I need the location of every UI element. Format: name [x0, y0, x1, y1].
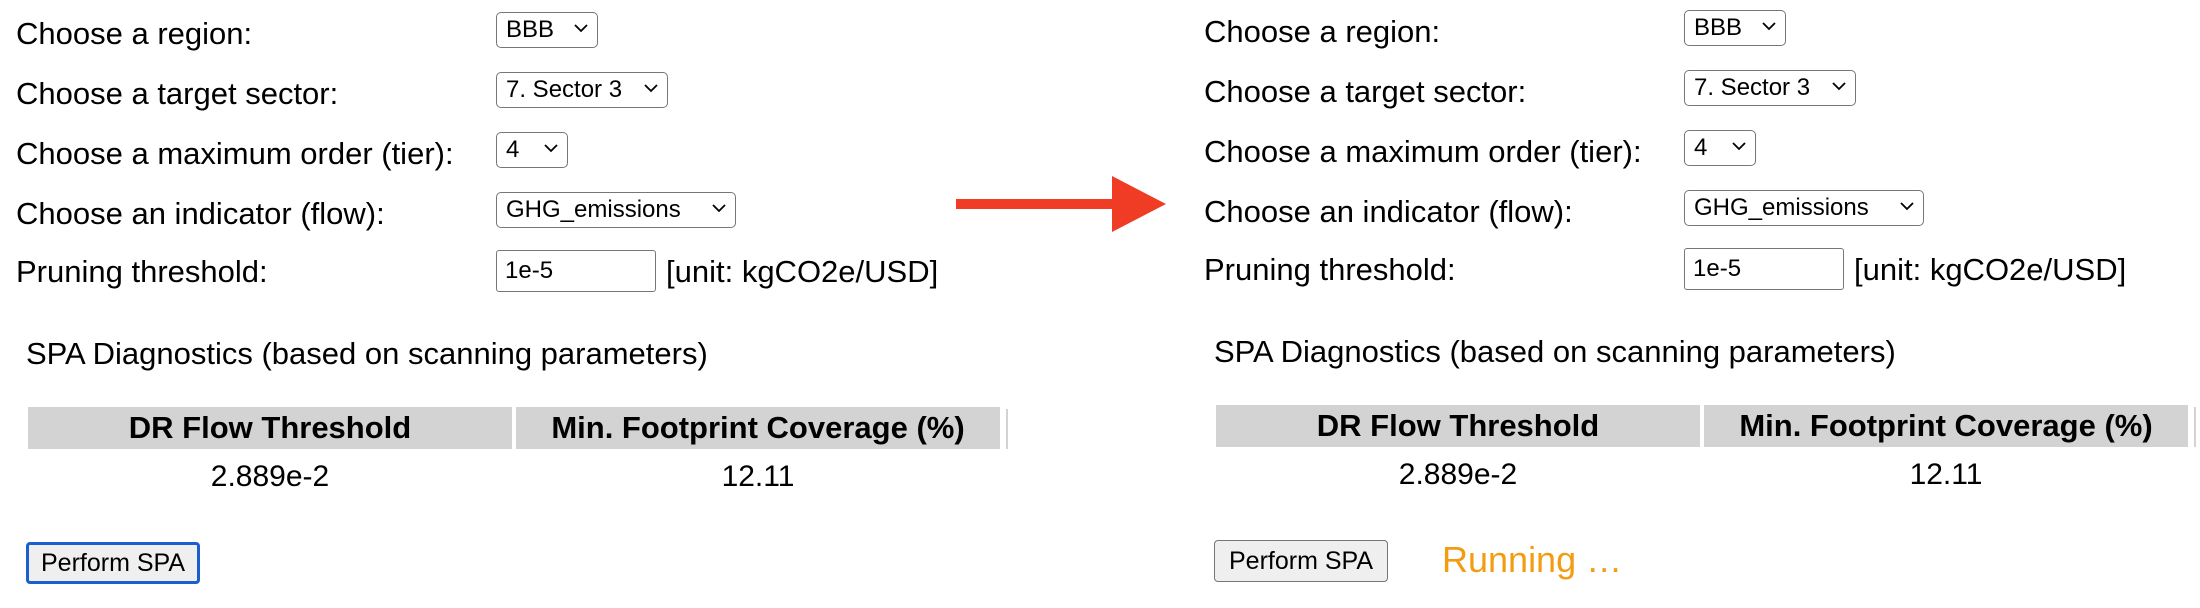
order-select[interactable]: 4	[496, 132, 568, 168]
sector-row: Choose a target sector: 7. Sector 3	[16, 70, 1016, 114]
diagnostics-title: SPA Diagnostics (based on scanning param…	[1214, 334, 1896, 369]
threshold-label: Pruning threshold:	[16, 254, 268, 289]
indicator-label: Choose an indicator (flow):	[16, 196, 385, 231]
region-row: Choose a region: BBB	[16, 10, 1016, 54]
chevron-down-icon	[644, 84, 658, 93]
diagnostics-title: SPA Diagnostics (based on scanning param…	[26, 336, 708, 371]
cell-min-footprint-coverage: 12.11	[721, 460, 795, 493]
order-label: Choose a maximum order (tier):	[16, 136, 454, 171]
region-label: Choose a region:	[16, 16, 253, 51]
threshold-input[interactable]	[496, 250, 656, 292]
indicator-row: Choose an indicator (flow): GHG_emission…	[16, 190, 1016, 234]
header-divider	[2194, 407, 2196, 447]
indicator-select-value: GHG_emissions	[506, 196, 681, 223]
sector-select[interactable]: 7. Sector 3	[1684, 70, 1856, 106]
sector-label: Choose a target sector:	[1204, 74, 1527, 109]
before-panel: Choose a region: BBB Choose a target sec…	[0, 0, 1040, 608]
arrow-right-icon	[956, 176, 1166, 232]
sector-label: Choose a target sector:	[16, 76, 339, 111]
region-label: Choose a region:	[1204, 14, 1441, 49]
region-select-value: BBB	[506, 16, 555, 43]
threshold-label: Pruning threshold:	[1204, 252, 1456, 287]
sector-row: Choose a target sector: 7. Sector 3	[1204, 68, 2200, 112]
region-select-value: BBB	[1694, 14, 1743, 41]
chevron-down-icon	[712, 204, 726, 213]
chevron-down-icon	[1832, 82, 1846, 91]
perform-spa-button[interactable]: Perform SPA	[26, 542, 201, 584]
threshold-input[interactable]	[1684, 248, 1844, 290]
indicator-select[interactable]: GHG_emissions	[1684, 190, 1924, 226]
header-divider	[1006, 409, 1008, 449]
running-status: Running …	[1442, 539, 1623, 580]
order-select-value: 4	[506, 136, 520, 163]
after-panel: Choose a region: BBB Choose a target sec…	[1188, 0, 2200, 608]
threshold-unit: [unit: kgCO2e/USD]	[666, 254, 939, 289]
column-header-dr-flow-threshold: DR Flow Threshold	[28, 407, 512, 449]
column-header-dr-flow-threshold: DR Flow Threshold	[1216, 405, 1700, 447]
order-select-value: 4	[1694, 134, 1708, 161]
chevron-down-icon	[574, 24, 588, 33]
cell-dr-flow-threshold: 2.889e-2	[1398, 458, 1518, 491]
chevron-down-icon	[1900, 202, 1914, 211]
column-header-min-footprint-coverage: Min. Footprint Coverage (%)	[516, 407, 1000, 449]
order-row: Choose a maximum order (tier): 4	[1204, 128, 2200, 172]
chevron-down-icon	[544, 144, 558, 153]
cell-min-footprint-coverage: 12.11	[1909, 458, 1983, 491]
indicator-select[interactable]: GHG_emissions	[496, 192, 736, 228]
order-label: Choose a maximum order (tier):	[1204, 134, 1642, 169]
region-row: Choose a region: BBB	[1204, 8, 2200, 52]
sector-select-value: 7. Sector 3	[1694, 74, 1811, 101]
indicator-label: Choose an indicator (flow):	[1204, 194, 1573, 229]
cell-dr-flow-threshold: 2.889e-2	[210, 460, 330, 493]
sector-select-value: 7. Sector 3	[506, 76, 623, 103]
order-select[interactable]: 4	[1684, 130, 1756, 166]
sector-select[interactable]: 7. Sector 3	[496, 72, 668, 108]
order-row: Choose a maximum order (tier): 4	[16, 130, 1016, 174]
threshold-row: Pruning threshold: [unit: kgCO2e/USD]	[1204, 246, 2200, 290]
threshold-row: Pruning threshold: [unit: kgCO2e/USD]	[16, 248, 1016, 292]
region-select[interactable]: BBB	[496, 12, 598, 48]
indicator-row: Choose an indicator (flow): GHG_emission…	[1204, 188, 2200, 232]
perform-spa-button[interactable]: Perform SPA	[1214, 540, 1389, 582]
chevron-down-icon	[1762, 22, 1776, 31]
threshold-unit: [unit: kgCO2e/USD]	[1854, 252, 2127, 287]
indicator-select-value: GHG_emissions	[1694, 194, 1869, 221]
chevron-down-icon	[1732, 142, 1746, 151]
column-header-min-footprint-coverage: Min. Footprint Coverage (%)	[1704, 405, 2188, 447]
region-select[interactable]: BBB	[1684, 10, 1786, 46]
